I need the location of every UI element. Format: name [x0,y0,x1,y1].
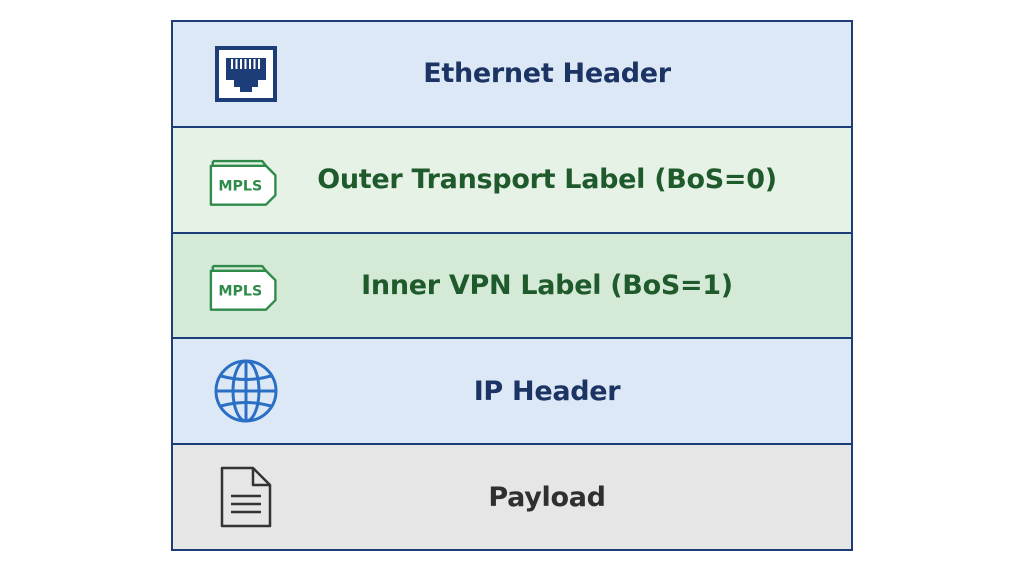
mpls-packet-stack: Ethernet Header MPLS Outer Transport Lab… [171,20,853,551]
layer-payload: Payload [173,445,851,549]
layer-ip-header: IP Header [173,339,851,446]
layer-label: Payload [488,481,606,513]
layer-label: Inner VPN Label (BoS=1) [361,269,733,301]
layer-outer-transport-label: MPLS Outer Transport Label (BoS=0) [173,127,851,234]
document-icon [209,464,283,530]
layer-label: Outer Transport Label (BoS=0) [317,164,777,196]
mpls-label-icon: MPLS [209,147,283,213]
layer-label: IP Header [473,375,621,407]
layer-ethernet-header: Ethernet Header [173,22,851,128]
ethernet-port-icon [209,41,283,107]
layer-label: Ethernet Header [423,58,671,90]
mpls-label-icon: MPLS [209,252,283,318]
globe-icon [209,358,283,424]
layer-inner-vpn-label: MPLS Inner VPN Label (BoS=1) [173,233,851,340]
mpls-icon-text: MPLS [218,178,262,194]
mpls-icon-text: MPLS [218,284,262,300]
